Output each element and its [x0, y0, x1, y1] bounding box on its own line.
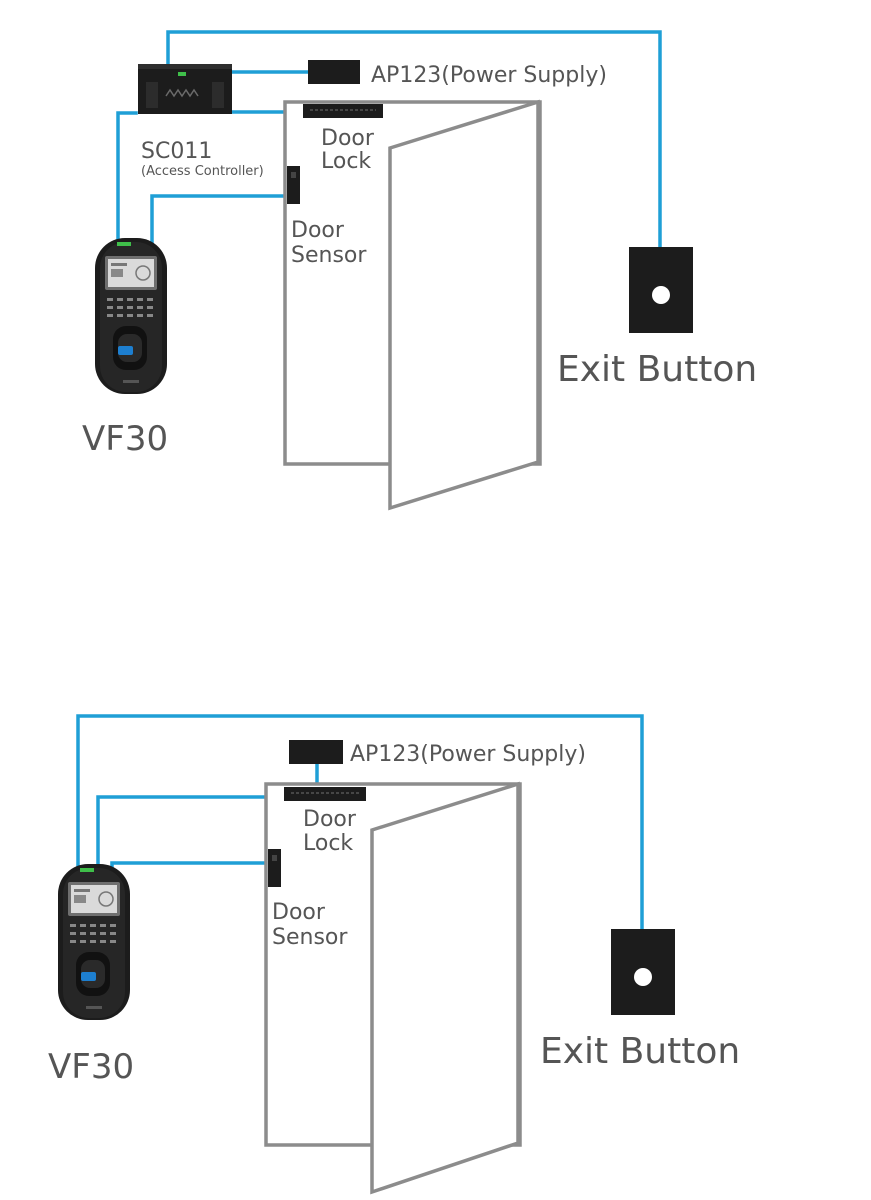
vf30-reader-device [57, 863, 131, 1021]
door-leaf [370, 781, 520, 1195]
controller-caption: (Access Controller) [141, 164, 264, 179]
wire-controller-to-reader [116, 111, 138, 244]
door-lock-unit [303, 104, 383, 118]
door-lock-label-line1: Door [321, 126, 375, 151]
power-supply-label: AP123(Power Supply) [371, 63, 607, 88]
door-lock-label-line2: Lock [303, 831, 353, 856]
exit-button-device [629, 247, 693, 333]
exit-button-label: Exit Button [540, 1031, 740, 1072]
door-sensor-label-line2: Sensor [291, 243, 367, 268]
door-lock-label-line2: Lock [321, 149, 371, 174]
reader-label: VF30 [48, 1047, 134, 1087]
wire-reader-to-exit-button [76, 714, 644, 934]
door-sensor-unit [268, 849, 281, 887]
power-supply-label: AP123(Power Supply) [350, 742, 586, 767]
door-sensor-label-line1: Door [291, 218, 345, 243]
wire-door-sensor-to-reader [110, 861, 274, 872]
power-supply-unit [289, 740, 343, 764]
exit-button-label: Exit Button [557, 349, 757, 390]
wire-controller-to-exit-button [166, 30, 662, 252]
access-controller [138, 64, 232, 114]
door-sensor-unit [287, 166, 300, 204]
door-leaf [388, 99, 540, 511]
wire-reader-to-door-lock [96, 795, 286, 870]
wire-door-sensor-to-reader [150, 194, 290, 249]
door-lock-unit [284, 787, 366, 801]
reader-label: VF30 [82, 419, 168, 459]
exit-button-device [611, 929, 675, 1015]
controller-name: SC011 [141, 139, 212, 164]
door-sensor-label-line1: Door [272, 900, 326, 925]
vf30-reader-device [94, 237, 168, 395]
diagram-top: AP123(Power Supply) SC011 (Access Contro… [82, 30, 757, 511]
power-supply-unit [308, 60, 360, 84]
door-sensor-label-line2: Sensor [272, 925, 348, 950]
diagram-bottom: AP123(Power Supply) Door Lock Door Senso… [48, 714, 740, 1195]
door-lock-label-line1: Door [303, 807, 357, 832]
